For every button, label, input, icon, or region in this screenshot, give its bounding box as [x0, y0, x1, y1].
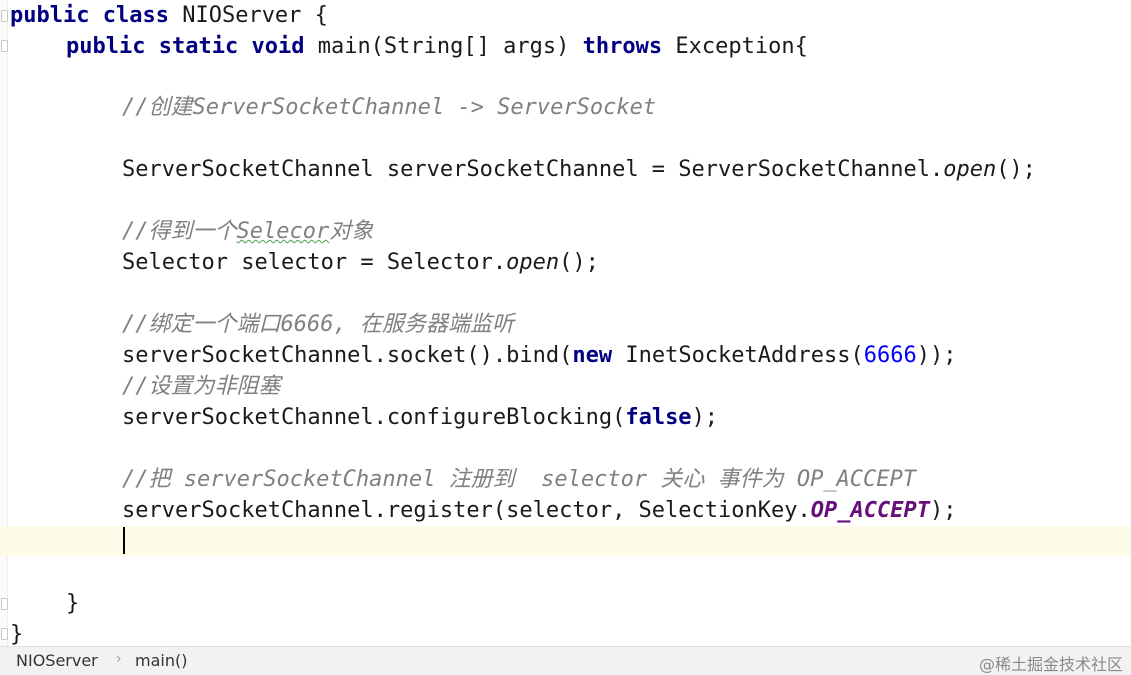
editor-gutter: [0, 0, 8, 646]
code-line-close-class: }: [10, 622, 24, 647]
code-comment: //绑定一个端口6666, 在服务器端监听: [122, 312, 514, 337]
code-line-class-declaration: public class NIOServer {: [10, 3, 328, 28]
code-comment: //得到一个Selecor对象: [122, 219, 374, 244]
code-line-open-channel: ServerSocketChannel serverSocketChannel …: [122, 157, 1036, 182]
breadcrumb-item-method[interactable]: main(): [135, 651, 188, 670]
code-line-close-main: }: [66, 591, 80, 616]
breadcrumb: NIOServer › main() @稀土掘金技术社区: [0, 646, 1131, 675]
code-line-main-declaration: public static void main(String[] args) t…: [66, 34, 808, 59]
code-line-open-selector: Selector selector = Selector.open();: [122, 250, 599, 275]
chevron-right-icon: ›: [116, 651, 122, 667]
text-caret: [123, 527, 125, 554]
breadcrumb-item-class[interactable]: NIOServer: [16, 651, 98, 670]
code-line-bind: serverSocketChannel.socket().bind(new In…: [122, 343, 957, 368]
code-editor[interactable]: public class NIOServer { public static v…: [0, 0, 1131, 647]
code-comment: //把 serverSocketChannel 注册到 selector 关心 …: [122, 467, 917, 492]
current-line-highlight: [0, 526, 1131, 556]
code-line-configure-blocking: serverSocketChannel.configureBlocking(fa…: [122, 405, 719, 430]
fold-marker-icon[interactable]: [1, 598, 8, 610]
fold-marker-icon[interactable]: [1, 628, 8, 640]
code-comment: //创建ServerSocketChannel -> ServerSocket: [122, 95, 657, 120]
code-comment: //设置为非阻塞: [122, 374, 281, 399]
spelling-warning: Selecor: [236, 219, 330, 244]
fold-marker-icon[interactable]: [1, 40, 8, 52]
watermark: @稀土掘金技术社区: [978, 655, 1123, 674]
fold-marker-icon[interactable]: [1, 10, 8, 22]
code-line-register: serverSocketChannel.register(selector, S…: [122, 498, 957, 523]
